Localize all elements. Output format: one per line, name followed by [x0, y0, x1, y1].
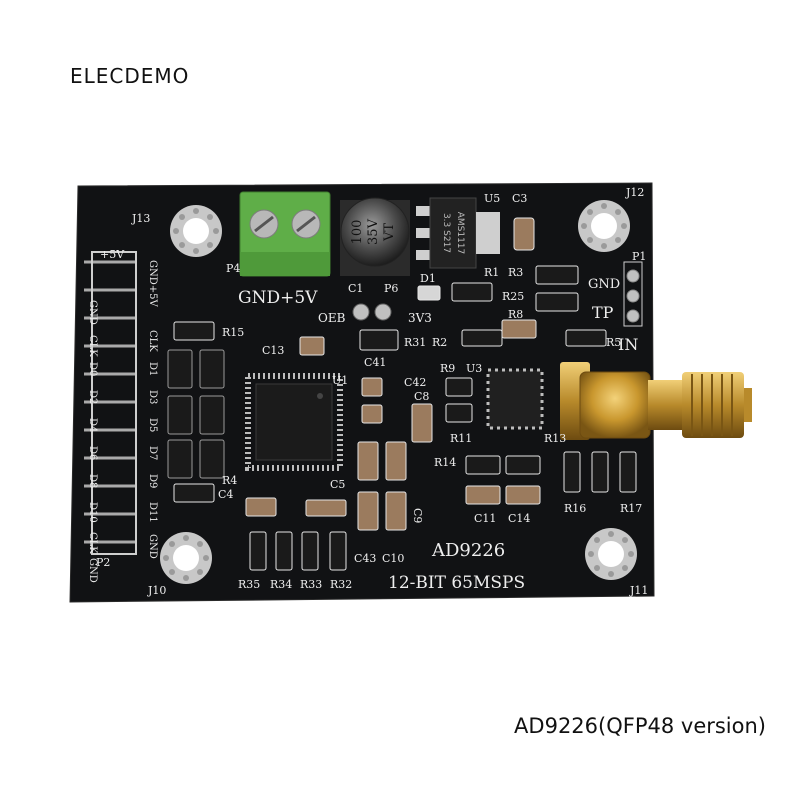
- des-j11: J11: [629, 584, 648, 597]
- des-r2: R2: [432, 336, 447, 349]
- hdr-label-1-7: D10: [87, 502, 98, 523]
- brand-label: ELECDEMO: [70, 64, 190, 88]
- hdr-label-2-3: D3: [147, 390, 158, 404]
- smd-components: [173, 217, 637, 571]
- hdr-label-1-6: D8: [87, 474, 98, 488]
- cap-text-3: VT: [382, 223, 397, 242]
- designators: J13 J12 J10 J11 U1 U3 U5 P1 P2 P4 P6 C1 …: [96, 186, 648, 597]
- des-j10: J10: [147, 584, 166, 597]
- mounting-hole-j12: [578, 200, 630, 252]
- des-u3: U3: [466, 362, 482, 375]
- des-j12: J12: [625, 186, 644, 199]
- des-r5: R5: [606, 336, 621, 349]
- des-c10: C10: [382, 552, 404, 565]
- des-c8: C8: [414, 390, 429, 403]
- product-caption: AD9226(QFP48 version): [514, 714, 766, 738]
- hdr-label-2-5: D7: [147, 446, 158, 460]
- cap-text-1: 100: [350, 220, 365, 245]
- des-r25: R25: [502, 290, 524, 303]
- mounting-hole-j13: [170, 205, 222, 257]
- des-c41: C41: [364, 356, 386, 369]
- des-c43: C43: [354, 552, 376, 565]
- des-r32: R32: [330, 578, 352, 591]
- power-label: GND+5V: [238, 288, 318, 308]
- des-r11: R11: [450, 432, 472, 445]
- hdr-label-1-1: CLK: [87, 335, 98, 357]
- des-c11: C11: [474, 512, 496, 525]
- gnd-label: GND: [588, 277, 620, 292]
- des-r35: R35: [238, 578, 260, 591]
- des-c14: C14: [508, 512, 530, 525]
- des-r33: R33: [300, 578, 322, 591]
- spec-label: 12-BIT 65MSPS: [388, 573, 525, 593]
- hdr-label-2-6: D9: [147, 474, 158, 488]
- des-c5: C5: [330, 478, 345, 491]
- adc-chip-u1: [245, 373, 343, 471]
- des-r4: R4: [222, 474, 237, 487]
- regulator-text-2: 3.3 S217: [441, 213, 451, 253]
- des-p4: P4: [226, 262, 240, 275]
- des-p1: P1: [632, 250, 646, 263]
- des-c42: C42: [404, 376, 426, 389]
- des-r1: R1: [484, 266, 499, 279]
- des-r15: R15: [222, 326, 244, 339]
- hdr-label-1-8: CLK: [87, 532, 98, 554]
- des-c13: C13: [262, 344, 284, 357]
- cap-text-2: 35V: [366, 218, 381, 245]
- oeb-label: OEB: [318, 311, 346, 325]
- tp-label: TP: [592, 303, 614, 322]
- hdr-label-1-3: D2: [87, 390, 98, 404]
- header-labels: GND CLK D0 D2 D4 D6 D8 D10 CLK GND GND+5…: [87, 260, 158, 583]
- hdr-label-1-0: GND: [87, 300, 98, 325]
- opamp-u3: [486, 368, 544, 430]
- resistor-arrays: [167, 349, 225, 479]
- hdr-label-2-7: D11: [147, 502, 158, 523]
- electrolytic-capacitor: 100 35V VT: [340, 197, 410, 276]
- des-j13: J13: [131, 212, 150, 225]
- power-terminal-block: [239, 191, 331, 277]
- header-outline: [91, 251, 137, 555]
- des-r31: R31: [404, 336, 426, 349]
- des-u5: U5: [484, 192, 500, 205]
- regulator-ams1117: AMS1117 3.3 S217: [416, 197, 500, 269]
- hdr-label-2-8: GND: [147, 534, 158, 559]
- mounting-hole-j10: [160, 532, 212, 584]
- des-p2: P2: [96, 556, 110, 569]
- jumper-p6: [352, 303, 392, 321]
- model-label: AD9226: [431, 540, 505, 561]
- sma-connector: [560, 362, 752, 440]
- des-p6: P6: [384, 282, 398, 295]
- in-label: IN: [618, 335, 638, 354]
- des-r3: R3: [508, 266, 523, 279]
- pin-header-p1: [623, 261, 643, 327]
- des-r9: R9: [440, 362, 455, 375]
- hdr-label-2-2: D1: [147, 362, 158, 376]
- hdr-label-1-5: D6: [87, 446, 98, 460]
- des-r14: R14: [434, 456, 456, 469]
- des-u1: U1: [332, 374, 348, 387]
- regulator-text-1: AMS1117: [455, 212, 465, 255]
- hdr-label-1-2: D0: [87, 362, 98, 376]
- des-r8: R8: [508, 308, 523, 321]
- hdr-label-2-4: D5: [147, 418, 158, 432]
- 3v3-label: 3V3: [408, 311, 432, 325]
- des-c4: C4: [218, 488, 233, 501]
- des-r34: R34: [270, 578, 292, 591]
- hdr-label-1-9: GND: [87, 558, 98, 583]
- des-c9: C9: [411, 508, 424, 523]
- hdr-label-2-1: CLK: [147, 330, 158, 352]
- des-r13: R13: [544, 432, 566, 445]
- des-r16: R16: [564, 502, 586, 515]
- mounting-hole-j11: [585, 528, 637, 580]
- plus5v-label: +5V: [100, 248, 125, 261]
- des-c3: C3: [512, 192, 527, 205]
- hdr-label-1-4: D4: [87, 418, 98, 432]
- hdr-label-2-0: GND+5V: [147, 260, 158, 307]
- des-c1: C1: [348, 282, 363, 295]
- des-d1: D1: [420, 272, 436, 285]
- des-r17: R17: [620, 502, 642, 515]
